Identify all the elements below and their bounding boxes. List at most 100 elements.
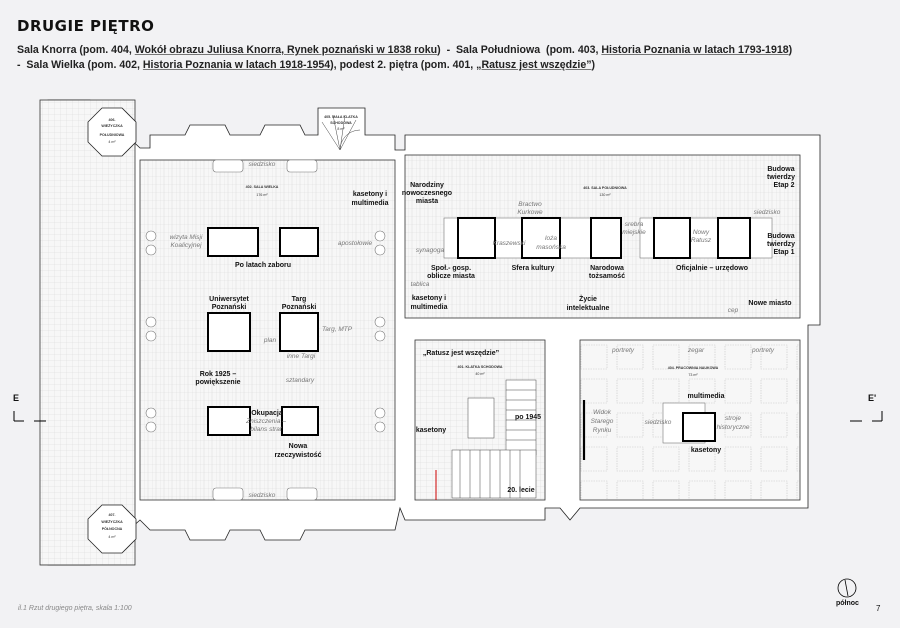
annotation: synagoga [416, 247, 445, 254]
exhibit-label: Uniwersytet [209, 296, 249, 303]
annotation: portrety [751, 347, 775, 354]
exhibition-link-ratusz[interactable]: „Ratusz jest wszędzie” [476, 59, 592, 71]
north-label: północ [836, 600, 859, 607]
page-number: 7 [876, 604, 881, 613]
annotation: loża [545, 235, 557, 242]
exhibit-label: Etap 1 [773, 249, 794, 256]
room-404-area: 73 m² [688, 373, 698, 377]
annotation: siedzisko [249, 161, 276, 168]
room-405-name: 405. MAŁA KLATKA [324, 115, 358, 119]
exhibit-label: Narodowa [590, 265, 624, 272]
room-401-name: 401. KLATKA SCHODOWA [458, 365, 503, 369]
exhibit-label: multimedia [688, 393, 725, 400]
exhibit-label: Po latach zaboru [235, 262, 291, 269]
annotation: Rynku [593, 427, 612, 434]
annotation: Kurkowe [517, 209, 543, 216]
annotation: cep [728, 307, 739, 314]
annotation: Koalicyjnej [170, 242, 202, 249]
hall-402-floor [139, 159, 396, 501]
subtitle-line-1: Sala Knorra (pom. 404, Wokół obrazu Juli… [17, 44, 792, 56]
room-407-name: PÓŁNOCNA [102, 526, 123, 531]
room-406-area: 4 m² [108, 140, 116, 144]
exhibit-label: „Ratusz jest wszędzie” [423, 350, 499, 357]
exhibit-label: kasetony [416, 427, 446, 434]
exhibit-label: oblicze miasta [427, 273, 475, 280]
room-402-area: 176 m² [256, 193, 268, 197]
corridor-floor [39, 99, 136, 566]
annotation: zegar [687, 347, 705, 354]
section-marker-right [850, 411, 883, 422]
exhibit-label: Targ [292, 296, 307, 303]
section-label-right: E' [868, 393, 877, 403]
exhibit-label: nowoczesnego [402, 190, 452, 197]
annotation: apostołowie [338, 240, 373, 247]
annotation: Nowy [693, 229, 710, 236]
annotation: inne Targi [287, 353, 316, 360]
text: ) [788, 44, 793, 56]
exhibition-link-knorr[interactable]: Wokół obrazu Juliusa Knorra, Rynek pozna… [134, 44, 438, 56]
text: ) [591, 59, 596, 71]
exhibit-label: Sfera kultury [512, 265, 555, 272]
exhibit-label: Budowa [767, 233, 794, 240]
exhibit-label: miasta [416, 198, 438, 205]
exhibit-label: twierdzy [767, 174, 795, 181]
room-404-name: 404. PRACOWNIA NAUKOWA [668, 366, 719, 370]
section-label-left: E [13, 393, 20, 403]
tower-north [87, 504, 137, 554]
exhibit-label: Poznański [212, 304, 247, 311]
annotation: wizyta Misji [170, 234, 203, 241]
room-407-area: 4 m² [108, 535, 116, 539]
exhibit-label: Etap 2 [773, 182, 794, 189]
annotation: Kraszewski [493, 240, 526, 247]
exhibit-label: Życie [579, 295, 597, 303]
exhibit-label: multimedia [411, 304, 448, 311]
room-407-name: 407. [109, 513, 116, 517]
exhibition-link-1793-1918[interactable]: Historia Poznania w latach 1793-1918 [601, 44, 789, 56]
exhibit-label: Narodziny [410, 182, 444, 189]
small-staircase [321, 114, 361, 151]
annotation: siedzisko [645, 419, 672, 426]
exhibit-label: po 1945 [515, 414, 541, 421]
exhibit-label: Poznański [282, 304, 317, 311]
north-arrow-icon [837, 578, 857, 598]
room-406-name: WIEŻYCZKA [101, 124, 123, 128]
annotation: Starego [591, 418, 614, 425]
annotation: Zniszczenia – [245, 418, 286, 425]
text: ), podest 2. piętra (pom. 401, [330, 59, 477, 71]
room-401-area: 40 m² [475, 372, 485, 376]
annotation: portrety [611, 347, 635, 354]
exhibit-label: multimedia [352, 200, 389, 207]
room-405-name: SCHODOWA [330, 121, 352, 125]
annotation: Widok [593, 409, 612, 416]
room-405-area: 8 m² [337, 127, 345, 131]
exhibit-label: kasetony [691, 447, 721, 454]
annotation: siedzisko [249, 492, 276, 499]
annotation: sztandary [286, 377, 315, 384]
annotation: srebra [625, 221, 644, 228]
exhibit-label: Budowa [767, 166, 794, 173]
exhibit-label: Nowa [289, 443, 308, 450]
annotation: siedzisko [754, 209, 781, 216]
exhibit-label: powiększenie [195, 379, 240, 386]
exhibit-label: twierdzy [767, 241, 795, 248]
text: - Sala Wielka (pom. 402, [17, 59, 143, 71]
text: Sala Knorra (pom. 404, [17, 44, 135, 56]
section-marker-left [13, 411, 46, 422]
page-title: DRUGIE PIĘTRO [17, 17, 155, 35]
room-403-area: 130 m² [599, 193, 611, 197]
exhibit-label: tożsamość [589, 273, 625, 280]
exhibit-label: Nowe miasto [748, 300, 791, 307]
figure-caption: il.1 Rzut drugiego piętra, skala 1:100 [18, 605, 132, 612]
exhibit-label: kasetony i [412, 295, 446, 302]
annotation: Targ, MTP [322, 326, 353, 333]
annotation: bilans strat [250, 426, 283, 433]
annotation: historyczne [717, 424, 750, 431]
annotation: masońska [536, 244, 566, 251]
exhibition-link-1918-1954[interactable]: Historia Poznania w latach 1918-1954 [142, 59, 331, 71]
annotation: plan [263, 337, 277, 344]
exhibit-label: Oficjalnie – urzędowo [676, 265, 748, 272]
annotation: stroje [725, 415, 741, 422]
tower-south [87, 107, 137, 157]
